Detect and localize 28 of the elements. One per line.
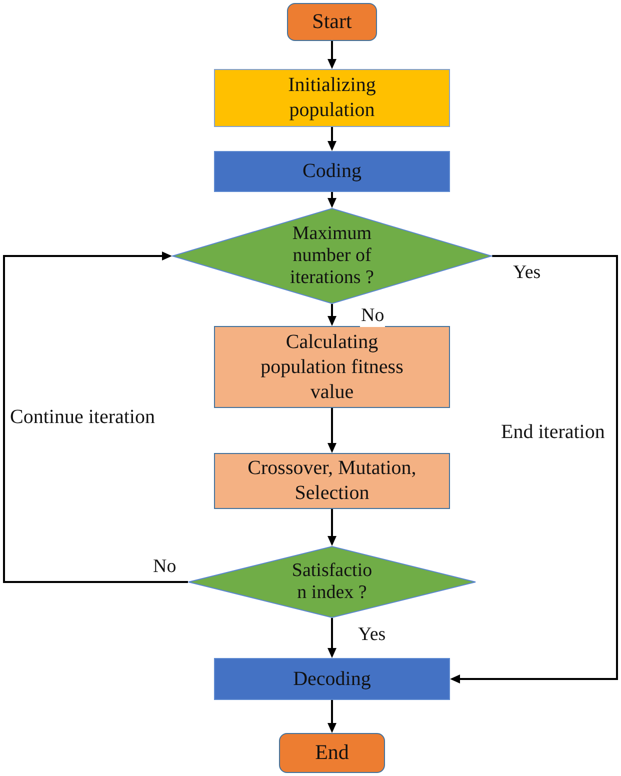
arrow (328, 304, 336, 326)
arrow (328, 127, 336, 151)
process-box (214, 69, 450, 127)
arrow (328, 700, 336, 733)
terminal-box (279, 733, 385, 773)
arrow (328, 509, 336, 546)
decision-diamond (172, 208, 492, 304)
step-text: Decoding (293, 666, 371, 692)
arrow (328, 192, 336, 208)
process-box (214, 151, 450, 192)
step-text: End (315, 740, 349, 766)
step-text: Start (312, 9, 352, 35)
arrow (328, 408, 336, 453)
process-box (214, 326, 450, 408)
process-box (214, 453, 450, 509)
process-box (214, 658, 450, 700)
step-text: Calculating population fitness value (260, 330, 404, 404)
condition-text: Satisfactio n index ? (290, 560, 374, 604)
terminal-box (287, 3, 377, 41)
condition-text: Maximum number of iterations ? (289, 223, 375, 289)
arrow (328, 41, 336, 69)
arrow (328, 618, 336, 658)
arrow (3, 252, 188, 583)
step-text: Crossover, Mutation, Selection (246, 456, 418, 506)
step-text: Coding (302, 159, 362, 184)
decision-diamond (188, 546, 476, 618)
step-text: Initializing population (287, 73, 377, 123)
arrow (450, 255, 618, 684)
